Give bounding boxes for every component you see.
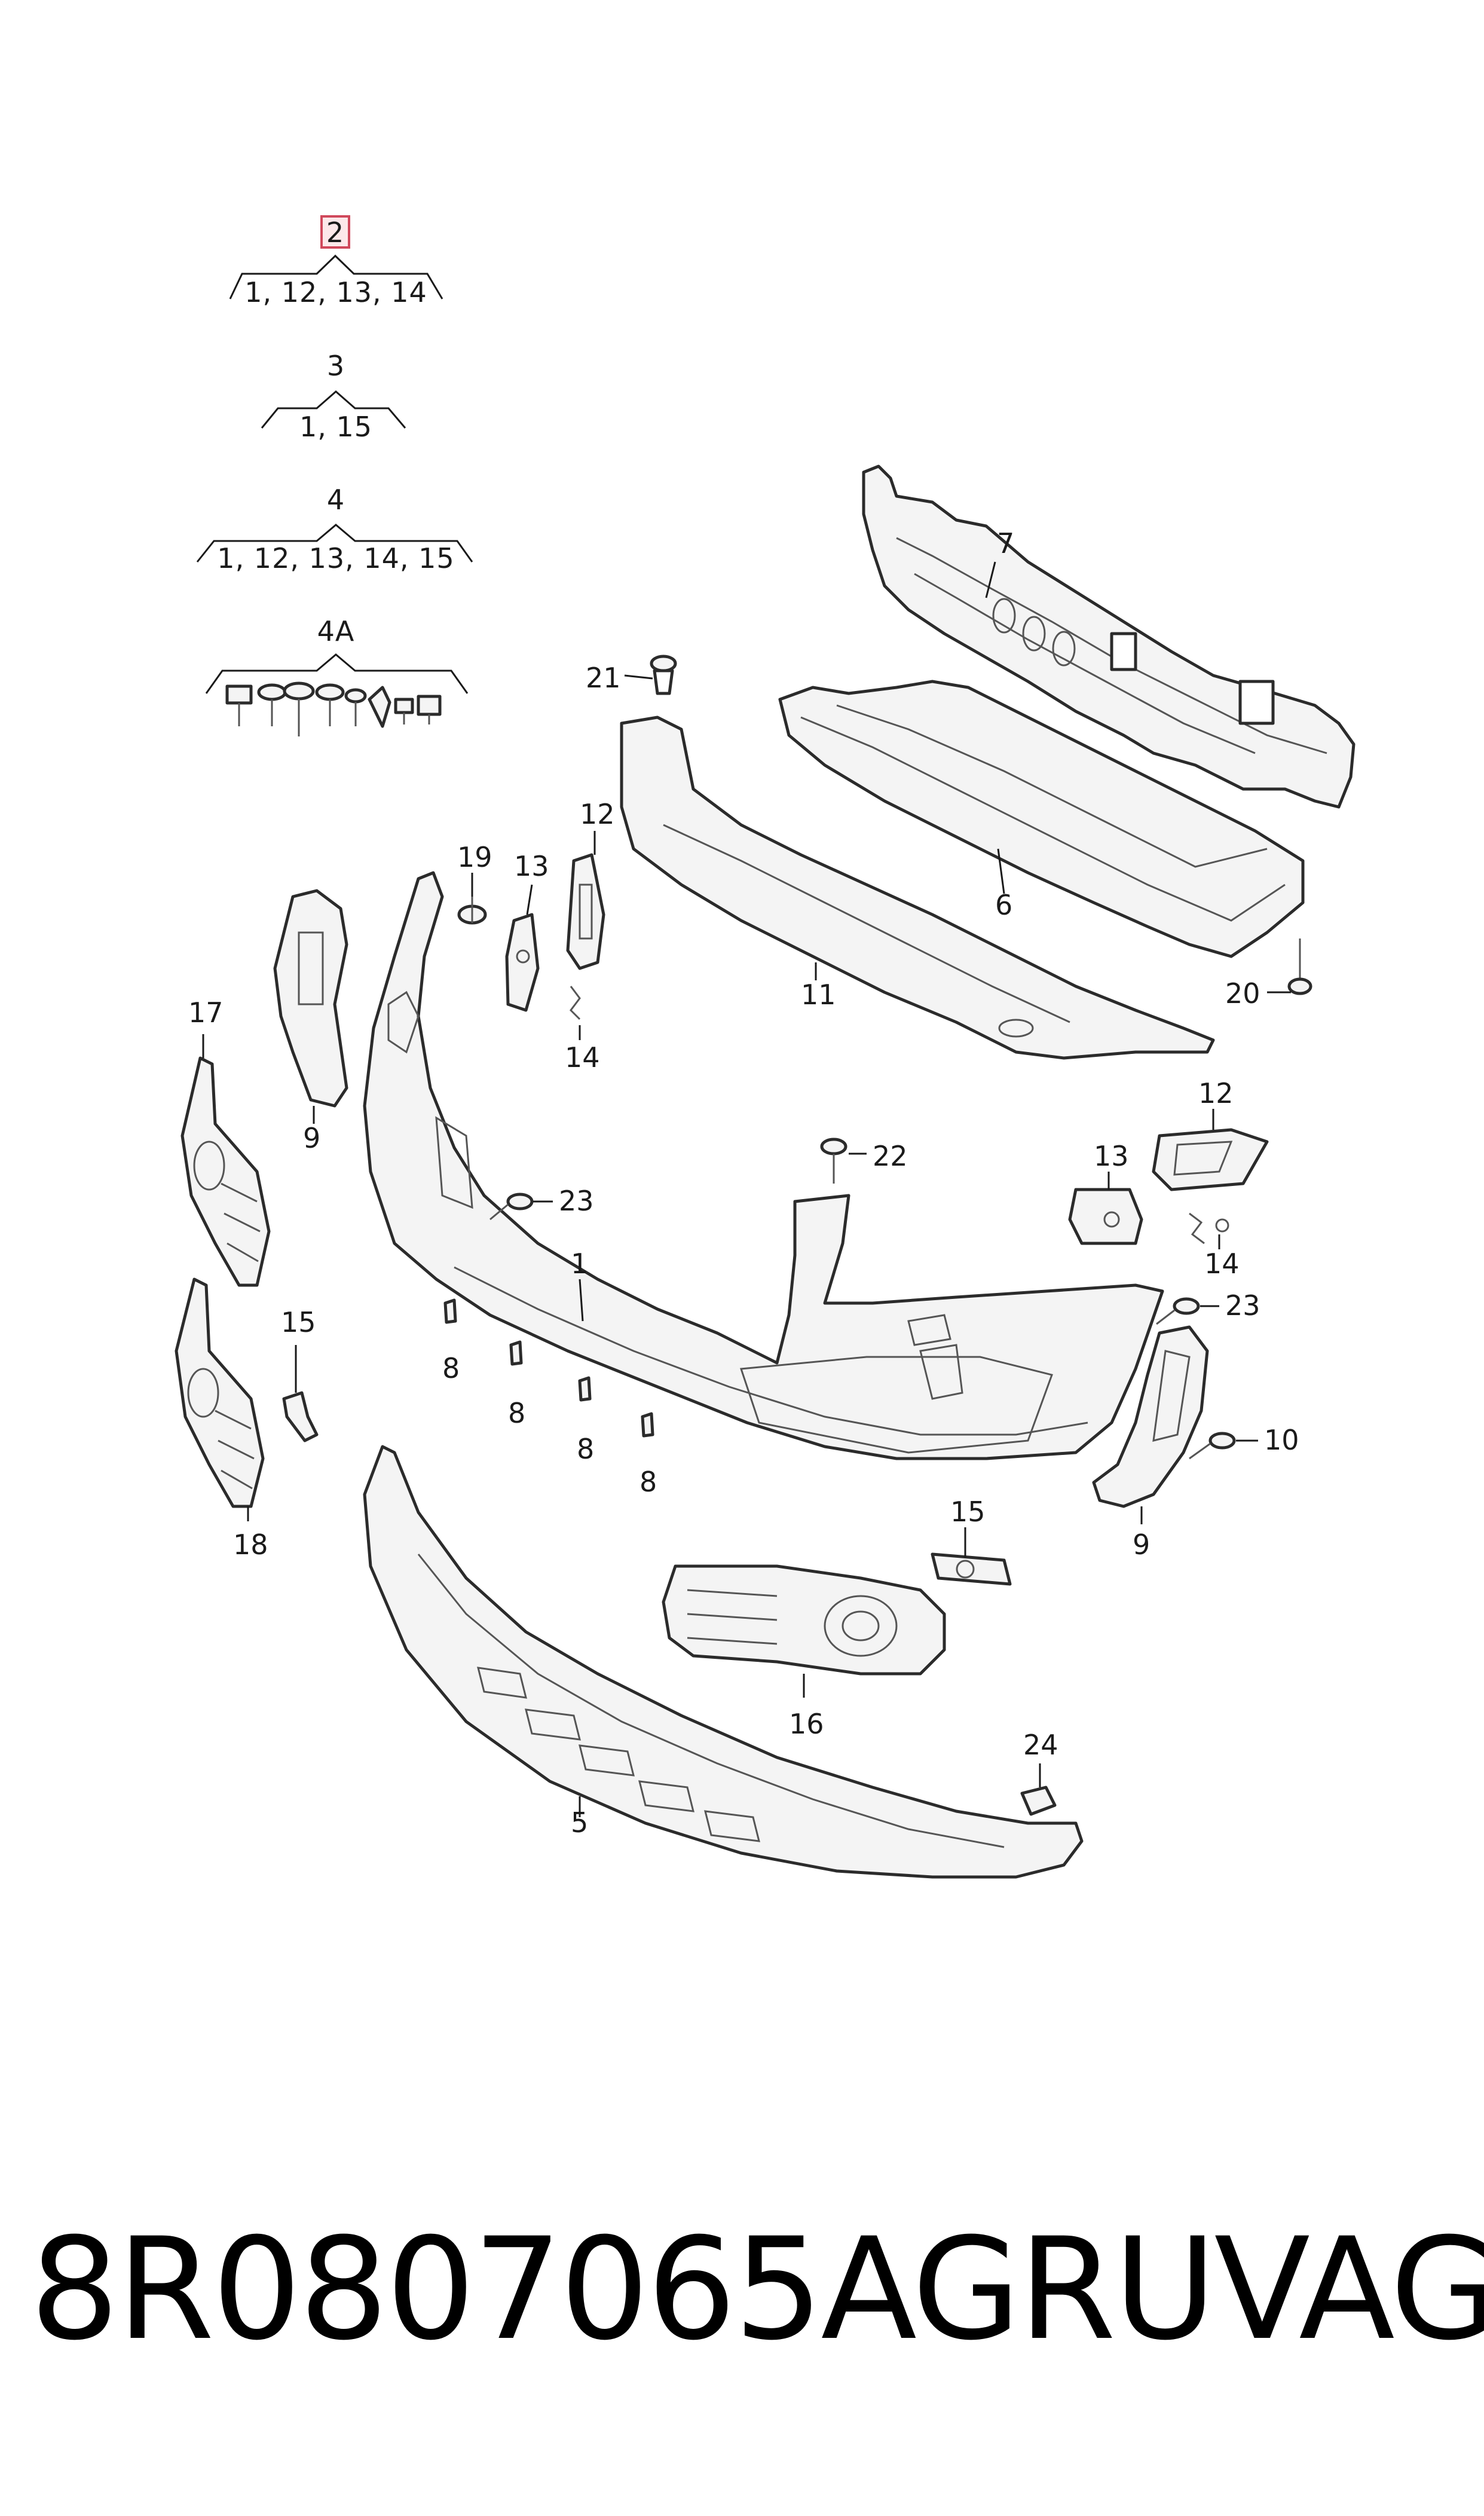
clip-8-b-icon: [509, 1340, 523, 1366]
assembly-4-label: 4: [327, 484, 345, 516]
callout-20: 20: [1225, 977, 1260, 1010]
callout-1: 1: [571, 1248, 588, 1280]
callout-11: 11: [801, 979, 836, 1011]
assembly-3-children: 1, 15: [299, 411, 372, 443]
part-24-nut[interactable]: [1020, 1786, 1057, 1816]
part-6-carrier[interactable]: [778, 680, 1305, 958]
callout-13-left: 13: [514, 850, 549, 882]
part-1-bumper-cover[interactable]: [363, 871, 1164, 1460]
callout-15-left: 15: [281, 1306, 316, 1338]
callout-6: 6: [995, 889, 1012, 921]
assembly-2-highlight-box[interactable]: [320, 215, 350, 249]
part-17-grille[interactable]: [180, 1056, 271, 1287]
washer-screw-icon: [344, 688, 367, 726]
part-14-spring-right[interactable]: [1189, 1212, 1229, 1245]
part-16-fog-grille[interactable]: [662, 1564, 946, 1676]
callout-16: 16: [789, 1708, 824, 1740]
callout-21: 21: [586, 662, 621, 694]
callout-17: 17: [188, 996, 224, 1029]
callout-23-right: 23: [1225, 1289, 1260, 1322]
callout-10: 10: [1264, 1424, 1299, 1456]
part-11-guide[interactable]: [620, 716, 1215, 1060]
assembly-4a-bracket: [205, 653, 469, 694]
callout-8-c: 8: [577, 1433, 594, 1465]
part-22-screw[interactable]: [820, 1138, 847, 1184]
callout-15-right: 15: [950, 1496, 986, 1528]
assembly-2-children: 1, 12, 13, 14: [244, 276, 427, 308]
callout-12-right: 12: [1198, 1077, 1234, 1109]
screw-long-icon: [283, 681, 315, 736]
callout-8-a: 8: [442, 1352, 460, 1384]
assembly-4a-label: 4A: [317, 615, 355, 647]
callout-19: 19: [457, 841, 492, 873]
part-12-cover-right[interactable]: [1152, 1128, 1269, 1191]
callout-14-left: 14: [565, 1041, 600, 1074]
part-23-screw-right[interactable]: [1156, 1297, 1200, 1325]
callout-7: 7: [997, 527, 1014, 560]
pin-icon: [394, 698, 414, 724]
callout-23-left: 23: [559, 1185, 594, 1217]
part-23-screw-left[interactable]: [489, 1193, 534, 1221]
screw-icon: [257, 683, 287, 726]
part-15-clip-left[interactable]: [282, 1391, 319, 1442]
assembly-3-bracket: [261, 390, 406, 429]
part-21-clip[interactable]: [650, 655, 677, 695]
callout-24: 24: [1023, 1729, 1058, 1761]
fastener-kit-icons: [225, 681, 442, 736]
part-19-screw[interactable]: [457, 897, 487, 925]
callout-5: 5: [571, 1806, 588, 1839]
part-20-screw[interactable]: [1287, 938, 1312, 995]
bolt-icon: [225, 684, 253, 726]
callout-9-right: 9: [1133, 1528, 1150, 1561]
callout-14-right: 14: [1204, 1248, 1240, 1280]
callout-8-d: 8: [640, 1466, 657, 1498]
part-9-bracket-right[interactable]: [1092, 1325, 1209, 1508]
part-7-impact-absorber[interactable]: [862, 464, 1356, 809]
part-12-cover-left[interactable]: [566, 853, 605, 970]
part-15-clip-right[interactable]: [931, 1552, 1012, 1586]
assembly-2-bracket: [229, 254, 443, 299]
clip-8-a-icon: [443, 1298, 457, 1324]
clip-8-d-icon: [641, 1412, 654, 1438]
assembly-3-label: 3: [327, 350, 345, 382]
clip-icon: [368, 686, 391, 728]
part-13-bracket-left[interactable]: [505, 913, 540, 1012]
assembly-2-label[interactable]: 2: [326, 216, 344, 249]
assembly-4-bracket: [196, 524, 473, 562]
callout-8-b: 8: [508, 1397, 525, 1429]
callout-12-left: 12: [580, 798, 615, 830]
part-14-spring-left[interactable]: [570, 986, 581, 1020]
callout-22: 22: [873, 1140, 908, 1172]
callout-18: 18: [233, 1528, 268, 1561]
part-18-grille[interactable]: [175, 1277, 265, 1508]
callout-13-right: 13: [1094, 1140, 1129, 1172]
part-8-clips[interactable]: [443, 1298, 654, 1438]
part-9-bracket-left[interactable]: [273, 889, 348, 1108]
assembly-tree: 2 1, 12, 13, 14 3 1, 15 4 1, 12, 13, 14,…: [196, 215, 473, 736]
part-number: 8R0807065AGRU: [30, 2208, 1216, 2371]
footer: 8R0807065AGRU VAG: [30, 2208, 1484, 2371]
callout-9-left: 9: [303, 1122, 320, 1154]
part-10-screw[interactable]: [1189, 1432, 1236, 1460]
expansion-nut-icon: [417, 695, 442, 724]
screw-flange-icon: [315, 683, 345, 726]
clip-8-c-icon: [578, 1376, 592, 1402]
part-13-bracket-right[interactable]: [1068, 1188, 1143, 1245]
part-5-lower-spoiler[interactable]: [363, 1445, 1084, 1879]
brand-label: VAG: [1214, 2208, 1484, 2371]
assembly-4-children: 1, 12, 13, 14, 15: [217, 542, 454, 574]
